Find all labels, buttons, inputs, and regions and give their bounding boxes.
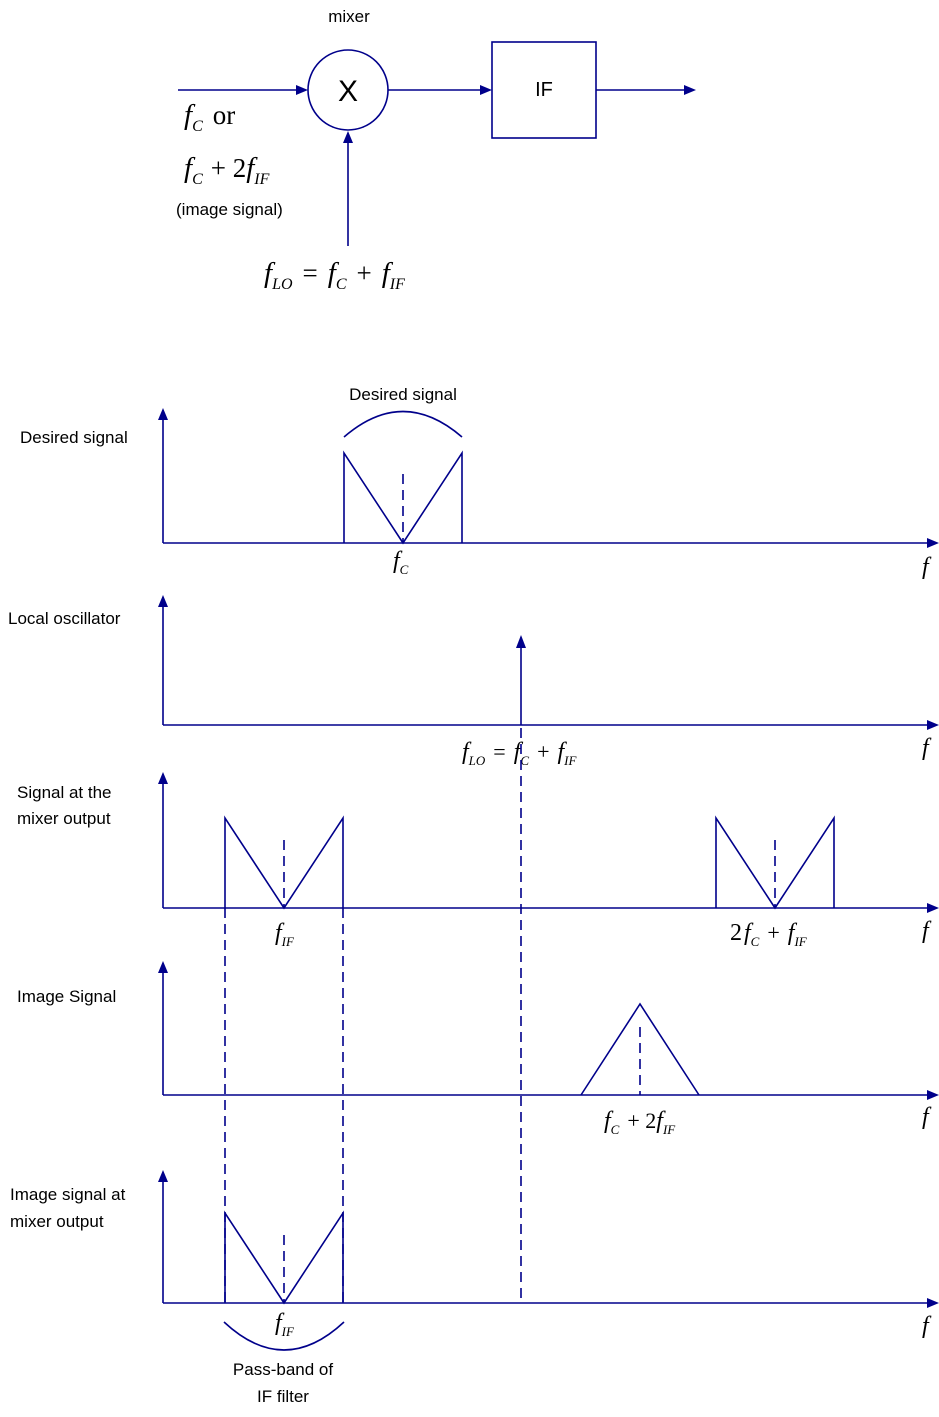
lo-impulse-arrowhead bbox=[516, 635, 526, 648]
spectrum-label-local-oscillator: Local oscillator bbox=[8, 609, 121, 628]
spectrum-local-oscillator: Local oscillator f fLO=fC+fIF bbox=[8, 595, 939, 768]
y-axis-arrowhead bbox=[158, 595, 168, 607]
freq-label-fc-2fif: fC+ 2fIF bbox=[604, 1108, 676, 1137]
mixer-to-if-arrowhead bbox=[480, 85, 492, 95]
input-arrowhead bbox=[296, 85, 308, 95]
mixer-symbol: X bbox=[338, 75, 358, 108]
input-label-image-freq: fC+ 2fIF bbox=[184, 152, 270, 188]
x-axis-arrowhead bbox=[927, 538, 939, 548]
lo-arrowhead bbox=[343, 131, 353, 143]
x-axis-arrowhead bbox=[927, 720, 939, 730]
freq-label-fif: fIF bbox=[275, 1310, 295, 1339]
output-arrowhead bbox=[684, 85, 696, 95]
freq-label-flo: fLO=fC+fIF bbox=[462, 739, 577, 768]
spectrum-label-line2: mixer output bbox=[17, 809, 111, 828]
passband-label-line2: IF filter bbox=[257, 1387, 309, 1406]
spectrum-desired-signal: Desired signal f Desired signal fC bbox=[20, 385, 939, 580]
x-axis-arrowhead bbox=[927, 903, 939, 913]
spectrum-label-image-signal: Image Signal bbox=[17, 987, 116, 1006]
spectrum-image-at-mixer-output: Image signal at mixer output f fIF Pass-… bbox=[10, 1170, 939, 1406]
if-block-label: IF bbox=[535, 79, 553, 101]
freq-label-fc: fC bbox=[393, 548, 409, 577]
if-passband-bracket bbox=[223, 1321, 345, 1351]
y-axis-arrowhead bbox=[158, 961, 168, 973]
mixer-label: mixer bbox=[328, 7, 370, 26]
axis-label-f: f bbox=[922, 1104, 932, 1130]
spectrum-image-signal: Image Signal f fC+ 2fIF bbox=[17, 961, 939, 1137]
desired-signal-bracket bbox=[343, 410, 463, 438]
axis-label-f: f bbox=[922, 918, 932, 944]
lo-equation: fLO=fC+fIF bbox=[264, 257, 405, 293]
spectrum-label-line1: Image signal at bbox=[10, 1185, 126, 1204]
y-axis-arrowhead bbox=[158, 772, 168, 784]
y-axis-arrowhead bbox=[158, 1170, 168, 1182]
desired-signal-annotation: Desired signal bbox=[349, 385, 457, 404]
spectrum-label-line2: mixer output bbox=[10, 1212, 104, 1231]
axis-label-f: f bbox=[922, 554, 932, 580]
axis-label-f: f bbox=[922, 735, 932, 761]
x-axis-arrowhead bbox=[927, 1298, 939, 1308]
image-signal-note: (image signal) bbox=[176, 200, 283, 219]
freq-label-fif: fIF bbox=[275, 920, 295, 949]
freq-label-2fc-fif: 2fC+fIF bbox=[730, 920, 808, 949]
image-signal-spectrum bbox=[580, 1002, 700, 1096]
axis-label-f: f bbox=[922, 1313, 932, 1339]
spectrum-label-desired-signal: Desired signal bbox=[20, 428, 128, 447]
passband-label-line1: Pass-band of bbox=[233, 1360, 333, 1379]
x-axis-arrowhead bbox=[927, 1090, 939, 1100]
y-axis-arrowhead bbox=[158, 408, 168, 420]
alignment-guides bbox=[224, 728, 522, 1303]
spectrum-mixer-output: Signal at the mixer output f fIF 2fC+fIF bbox=[17, 772, 939, 949]
spectrum-label-line1: Signal at the bbox=[17, 783, 112, 802]
